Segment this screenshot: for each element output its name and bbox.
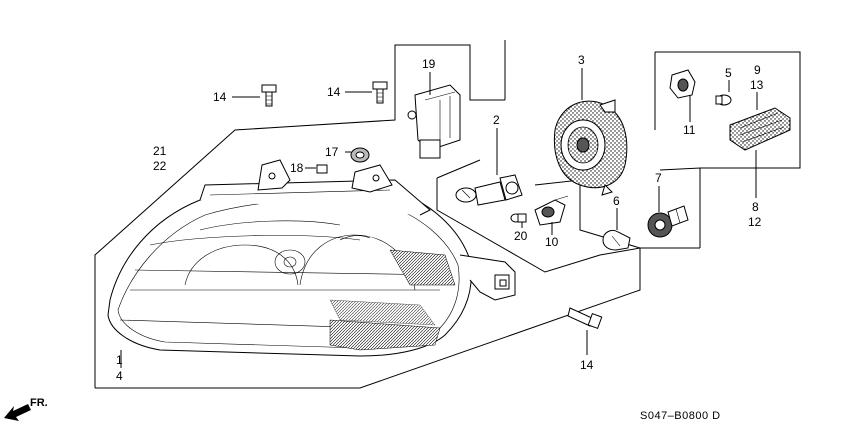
- bolt-14-middle: [372, 81, 388, 104]
- callout-21: 21: [153, 144, 167, 158]
- headlight-bulb-2: [455, 174, 523, 206]
- headlight-housing: [107, 159, 516, 357]
- callout-11: 11: [683, 123, 696, 137]
- callout-13: 13: [750, 78, 764, 92]
- front-arrow-icon: [4, 404, 31, 421]
- clip-18: [316, 164, 328, 174]
- callout-1: 1: [116, 353, 123, 367]
- callout-9: 9: [754, 63, 761, 77]
- side-marker-group-boundary: [654, 51, 801, 169]
- callout-14-middle: 14: [327, 85, 341, 99]
- callout-19: 19: [422, 57, 436, 71]
- socket-7: [647, 205, 689, 238]
- callout-labels: 1 4 21 22 14 14 14 19 17 18 2 3 5 9 13 1…: [116, 53, 764, 383]
- front-label: FR.: [30, 397, 48, 409]
- callout-2: 2: [493, 113, 500, 127]
- bolt-14-bottom: [567, 307, 603, 329]
- leader-lines: [120, 68, 758, 368]
- assembly-boundary: [94, 40, 700, 389]
- callout-18: 18: [290, 161, 304, 175]
- callout-20: 20: [514, 229, 528, 243]
- callout-22: 22: [153, 159, 167, 173]
- callout-10: 10: [545, 235, 559, 249]
- wedge-bulb-20: [510, 213, 527, 223]
- leveling-actuator: [407, 84, 461, 159]
- callout-5: 5: [725, 66, 732, 80]
- callout-14-bottom: 14: [580, 358, 594, 372]
- callout-6: 6: [613, 194, 620, 208]
- marker-bulb-5: [715, 94, 732, 106]
- callout-7: 7: [655, 171, 662, 185]
- bolt-14-left: [261, 84, 277, 107]
- marker-socket-11: [669, 69, 696, 99]
- callout-4: 4: [116, 369, 123, 383]
- callout-17: 17: [325, 145, 339, 159]
- side-marker-lens-9: [729, 107, 791, 151]
- socket-10: [534, 195, 569, 226]
- callout-3: 3: [578, 53, 585, 67]
- callout-8: 8: [752, 200, 759, 214]
- front-direction-indicator: FR.: [4, 397, 48, 421]
- grommet-17: [350, 147, 370, 163]
- callout-14-left: 14: [213, 90, 227, 104]
- diagram-code: S047–B0800 D: [640, 410, 721, 422]
- socket-cover-3: [553, 99, 628, 196]
- callout-12: 12: [748, 215, 762, 229]
- bulb-6: [602, 229, 631, 251]
